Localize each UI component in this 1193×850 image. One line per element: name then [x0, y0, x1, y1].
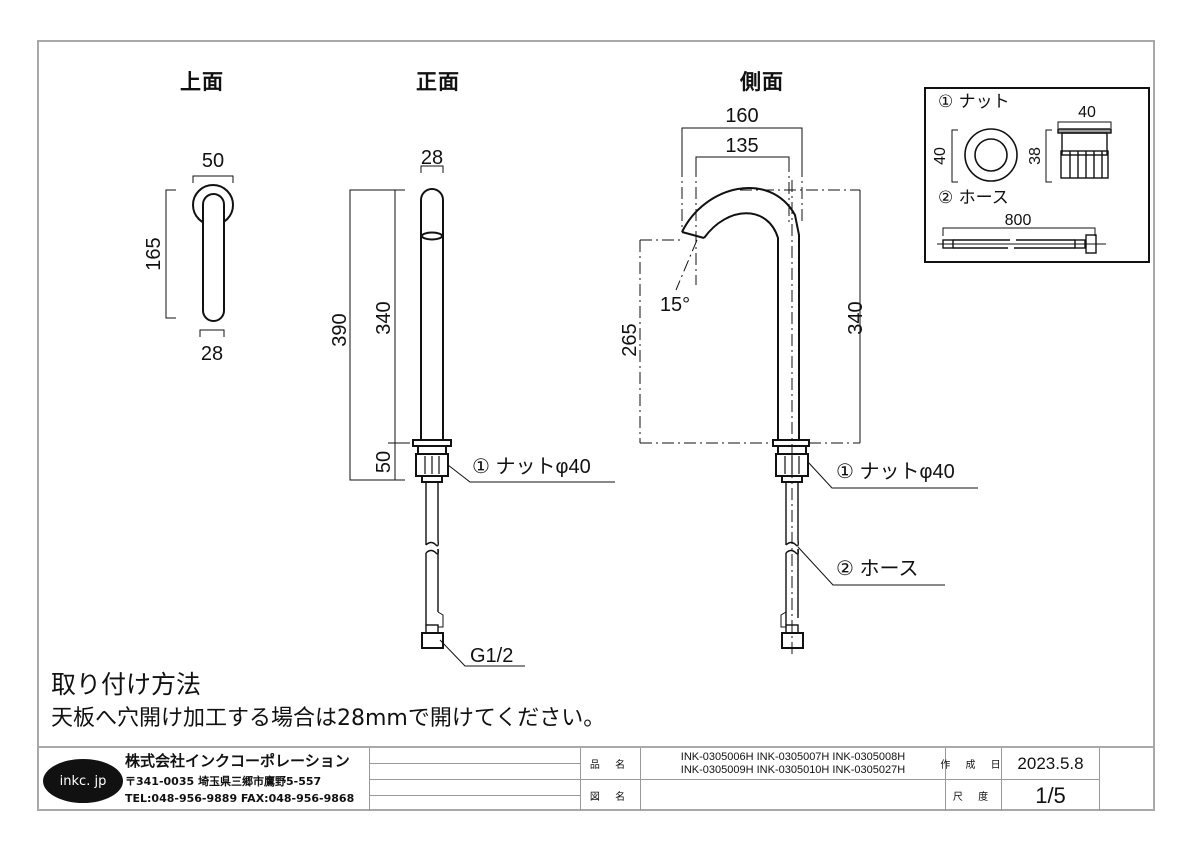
company-contact: TEL:048-956-9889 FAX:048-956-9868	[125, 792, 355, 805]
product-codes-line1: INK-0305006H INK-0305007H INK-0305008H	[680, 751, 906, 763]
top-view-dimension-lines	[165, 175, 234, 337]
blank-rows	[370, 748, 580, 811]
inset-frame	[924, 87, 1150, 263]
front-view-dimension-lines	[349, 165, 615, 667]
inset-nut-dia: 40	[932, 147, 949, 165]
created-date: 2023.5.8	[1001, 748, 1099, 780]
dim-side-angle: 15°	[660, 294, 690, 316]
drawing-frame	[37, 40, 1155, 811]
installation-text: 天板へ穴開け加工する場合は28mmで開けてください。	[51, 706, 606, 731]
product-name-label: 品 名	[580, 748, 640, 780]
side-nut-callout: ① ナットφ40	[836, 461, 955, 483]
inset-hose-length: 800	[1005, 212, 1032, 229]
company-logo: inkc. jp	[43, 759, 123, 803]
view-title-front: 正面	[416, 70, 460, 94]
scale-label: 尺 度	[945, 780, 1001, 811]
inset-dimension-lines	[942, 121, 1112, 236]
view-title-top: 上面	[180, 70, 224, 94]
dim-top-width: 50	[202, 150, 224, 172]
drawing-name-label: 図 名	[580, 780, 640, 811]
side-hose-callout: ② ホース	[836, 558, 919, 580]
blank-cell	[1099, 748, 1153, 811]
side-view-centerlines	[639, 160, 860, 655]
inset-hose-label: ② ホース	[938, 188, 1009, 208]
inset-nut-width: 40	[1078, 104, 1096, 121]
product-codes: INK-0305006H INK-0305007H INK-0305008H I…	[640, 748, 945, 780]
side-view-spout	[681, 187, 810, 483]
dim-side-inner-reach: 135	[725, 135, 758, 157]
dim-side-outer-reach: 160	[725, 105, 758, 127]
created-label: 作 成 日	[940, 748, 1001, 780]
view-title-side: 側面	[740, 70, 784, 94]
top-view-shape	[192, 184, 234, 322]
logo-text: inkc. jp	[59, 773, 107, 789]
company-address: 〒341-0035 埼玉県三郷市鷹野5-557	[125, 775, 322, 788]
inset-nut-top	[964, 128, 1018, 182]
front-nut-callout: ① ナットφ40	[472, 456, 591, 478]
front-view-spout	[412, 188, 452, 483]
dim-side-spout-height: 340	[845, 301, 867, 334]
dim-front-spout-height: 340	[373, 301, 395, 334]
dim-front-width: 28	[421, 147, 443, 169]
inset-nut-side	[1057, 128, 1112, 179]
drawing-name-value	[640, 780, 945, 811]
inset-nut-height: 38	[1027, 147, 1044, 165]
dim-top-length: 165	[143, 237, 165, 270]
company-name: 株式会社インクコーポレーション	[125, 752, 350, 770]
front-view-hose	[421, 482, 444, 649]
scale-value: 1/5	[1001, 780, 1099, 811]
side-view-dimension-lines	[681, 127, 978, 586]
dim-side-outlet-height: 265	[619, 323, 641, 356]
title-block: inkc. jp 株式会社インクコーポレーション 〒341-0035 埼玉県三郷…	[37, 746, 1155, 811]
dim-front-total-height: 390	[329, 313, 351, 346]
inset-nut-label: ① ナット	[938, 92, 1010, 112]
dim-front-base-height: 50	[373, 451, 395, 473]
installation-title: 取り付け方法	[51, 670, 202, 699]
front-thread-callout: G1/2	[470, 645, 514, 667]
dim-top-width-bottom: 28	[201, 343, 223, 365]
product-codes-line2: INK-0305009H INK-0305010H INK-0305027H	[680, 764, 906, 776]
inset-hose	[937, 234, 1106, 254]
company-cell: inkc. jp 株式会社インクコーポレーション 〒341-0035 埼玉県三郷…	[37, 748, 370, 811]
